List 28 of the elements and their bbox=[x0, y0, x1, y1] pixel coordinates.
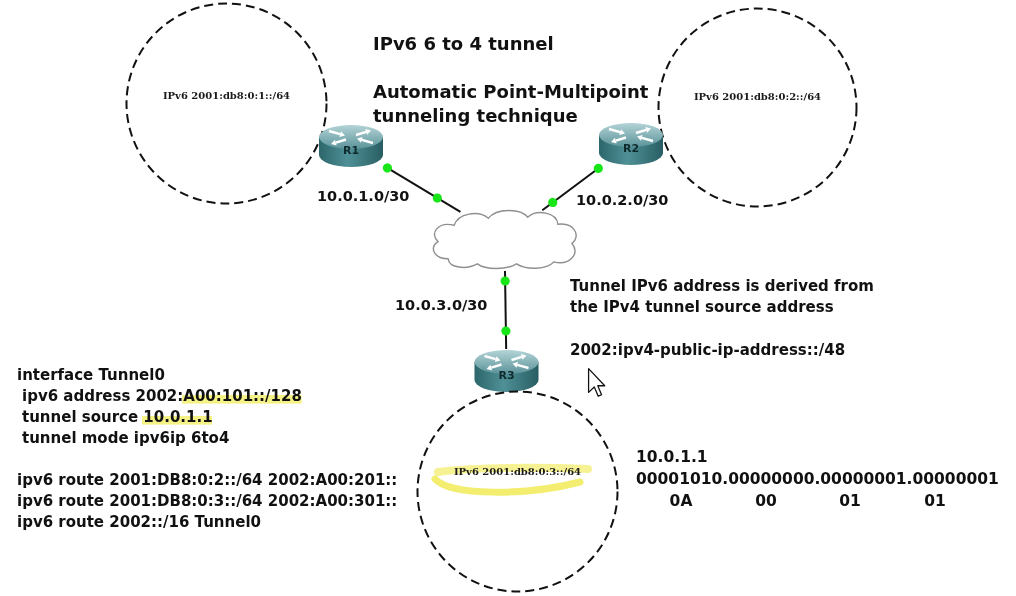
router-label: R2 bbox=[622, 142, 640, 156]
config-line: interface Tunnel0 bbox=[17, 365, 165, 386]
subnet-label: IPv6 2001:db8:0:1::/64 bbox=[162, 89, 291, 103]
subnet-label: IPv6 2001:db8:0:2::/64 bbox=[693, 90, 822, 104]
router-label: R3 bbox=[498, 369, 515, 383]
hex-byte: 01 bbox=[923, 491, 947, 512]
title: IPv6 6 to 4 tunnel bbox=[373, 32, 554, 56]
subnet-circle bbox=[416, 390, 619, 593]
link-line bbox=[382, 163, 462, 213]
address-format: 2002:ipv4-public-ip-address::/48 bbox=[570, 340, 846, 361]
hex-byte: 0A bbox=[668, 491, 694, 512]
hex-byte: 00 bbox=[754, 491, 778, 512]
link-line bbox=[541, 163, 603, 212]
note-text: Tunnel IPv6 address is derived from the IPv4 tunnel source address bbox=[570, 276, 875, 318]
hex-byte: 01 bbox=[838, 491, 862, 512]
config-line: tunnel mode ipv6ip 6to4 bbox=[22, 428, 230, 449]
link-line bbox=[500, 270, 511, 350]
config-line: ipv6 route 2001:DB8:0:3::/64 2002:A00:301:: bbox=[17, 491, 398, 512]
ip-address: 10.0.1.1 bbox=[636, 447, 708, 468]
subnet-label: IPv6 2001:db8:0:3::/64 bbox=[453, 465, 582, 479]
subtitle: Automatic Point-Multipoint tunneling technique bbox=[373, 80, 650, 128]
config-line: ipv6 route 2001:DB8:0:2::/64 2002:A00:201:: bbox=[17, 470, 398, 491]
router-label: R1 bbox=[342, 144, 360, 158]
binary-address: 00001010.00000000.00000001.00000001 bbox=[636, 469, 999, 490]
edge-label: 10.0.3.0/30 bbox=[395, 296, 488, 315]
edge-label: 10.0.2.0/30 bbox=[576, 191, 669, 210]
edge-label: 10.0.1.0/30 bbox=[317, 187, 410, 206]
config-line: ipv6 route 2002::/16 Tunnel0 bbox=[17, 512, 261, 533]
